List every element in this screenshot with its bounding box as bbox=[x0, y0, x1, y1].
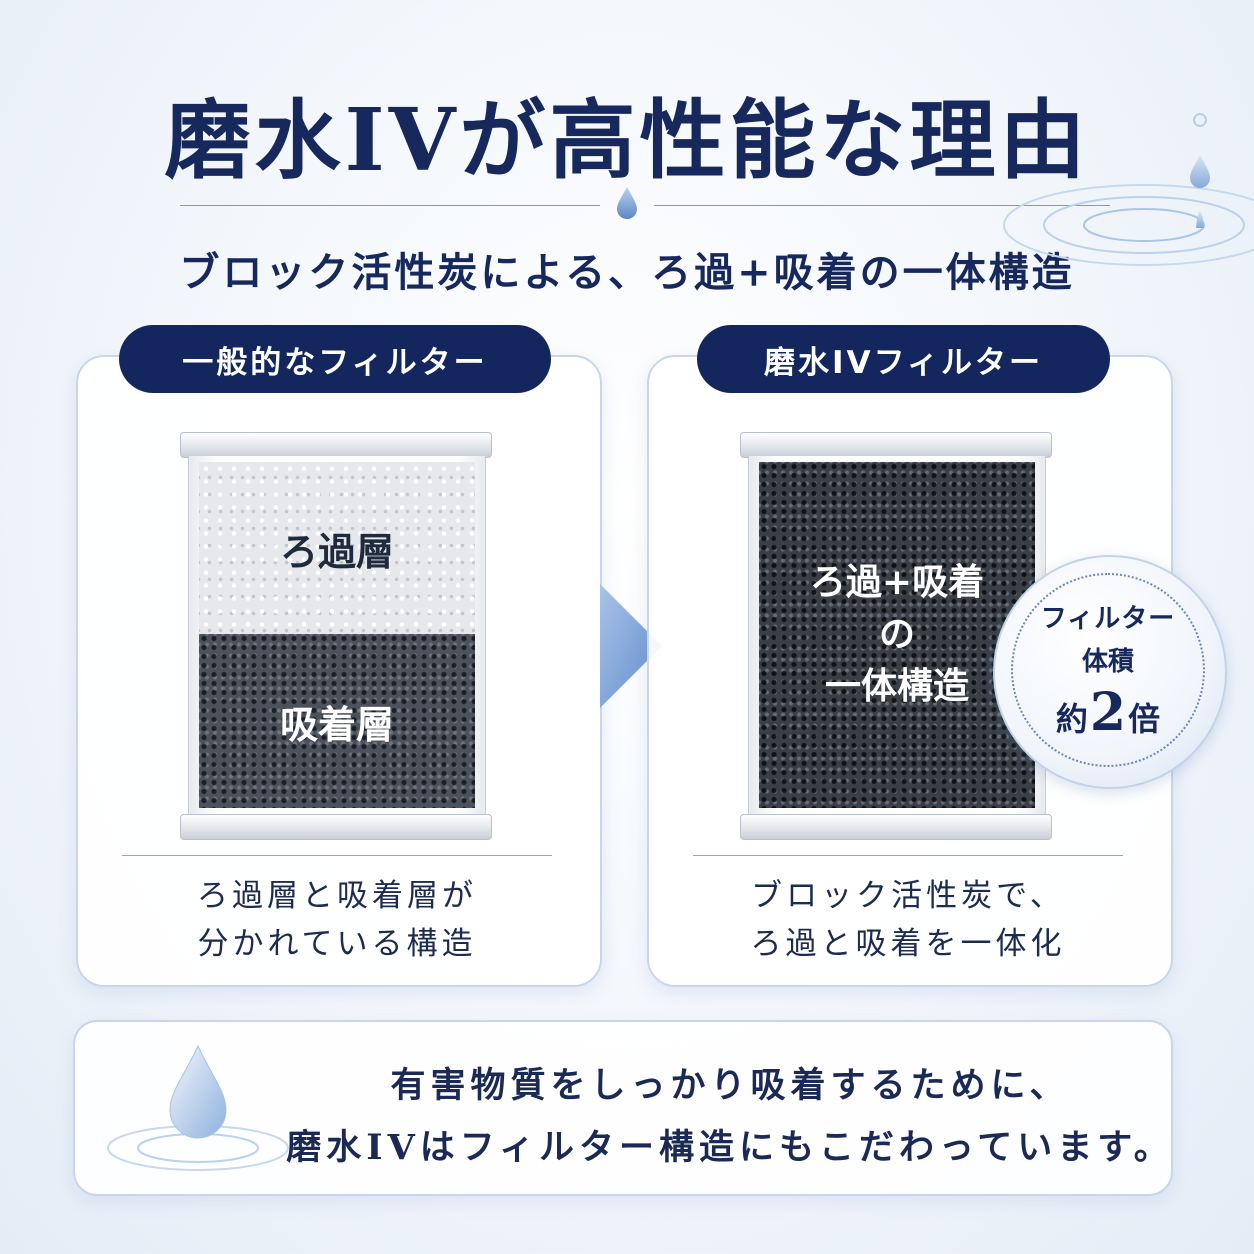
filter-cap-bottom bbox=[180, 814, 492, 840]
title-divider-left bbox=[180, 205, 600, 206]
filter-body: ろ過層 吸着層 bbox=[188, 456, 486, 818]
filtration-layer: ろ過層 bbox=[199, 462, 475, 634]
subtitle: ブロック活性炭による、ろ過+吸着の一体構造 bbox=[179, 249, 1075, 296]
water-ripple-icon bbox=[1003, 184, 1254, 266]
volume-badge: フィルター 体積 約 2 倍 bbox=[993, 555, 1227, 789]
message-line: 磨水IVはフィルター構造にもこだわっています。 bbox=[286, 1127, 1174, 1168]
badge-line: フィルター bbox=[1040, 603, 1176, 634]
description-line: ろ過と吸着を一体化 bbox=[750, 926, 1066, 962]
left-panel-separator bbox=[122, 855, 552, 856]
title-divider-right bbox=[654, 205, 1110, 206]
badge-suffix: 倍 bbox=[1128, 699, 1161, 738]
message-box bbox=[73, 1020, 1173, 1196]
integrated-layer-line: 一体構造 bbox=[824, 666, 969, 707]
badge-number: 2 bbox=[1089, 681, 1127, 743]
badge-value: 約 2 倍 bbox=[1056, 682, 1160, 743]
standard-filter-label: 一般的なフィルター bbox=[119, 325, 551, 393]
filter-cap-top bbox=[740, 432, 1052, 458]
mizu-filter-label: 磨水IVフィルター bbox=[697, 325, 1110, 393]
message-text: 有害物質をしっかり吸着するために、 磨水IVはフィルター構造にもこだわっています… bbox=[280, 1055, 1180, 1179]
volume-badge-content: フィルター 体積 約 2 倍 bbox=[1011, 573, 1205, 767]
page-title: 磨水IVが高性能な理由 bbox=[164, 90, 1090, 191]
badge-line: 体積 bbox=[1081, 646, 1134, 677]
standard-filter-illustration: ろ過層 吸着層 bbox=[180, 432, 492, 840]
integrated-layer-line: の bbox=[878, 614, 915, 655]
arrow-right-icon bbox=[600, 584, 662, 708]
right-panel-separator bbox=[693, 855, 1123, 856]
water-splash-icon bbox=[1190, 113, 1210, 228]
message-line: 有害物質をしっかり吸着するために、 bbox=[390, 1065, 1070, 1106]
water-drop-ripple-icon bbox=[107, 1044, 289, 1171]
mizu-filter-description: ブロック活性炭で、 ろ過と吸着を一体化 bbox=[647, 872, 1169, 968]
badge-prefix: 約 bbox=[1055, 699, 1088, 738]
description-line: ろ過層と吸着層が bbox=[197, 878, 477, 914]
adsorption-layer: 吸着層 bbox=[199, 634, 475, 808]
water-drop-icon bbox=[617, 187, 637, 219]
integrated-layer: ろ過+吸着 の 一体構造 bbox=[759, 462, 1035, 808]
description-line: ブロック活性炭で、 bbox=[751, 878, 1065, 914]
filter-cap-bottom bbox=[740, 814, 1052, 840]
description-line: 分かれている構造 bbox=[197, 926, 477, 962]
filter-body: ろ過+吸着 の 一体構造 bbox=[748, 456, 1046, 818]
standard-filter-description: ろ過層と吸着層が 分かれている構造 bbox=[76, 872, 598, 968]
filter-cap-top bbox=[180, 432, 492, 458]
mizu-filter-illustration: ろ過+吸着 の 一体構造 bbox=[740, 432, 1052, 840]
integrated-layer-line: ろ過+吸着 bbox=[809, 562, 985, 603]
